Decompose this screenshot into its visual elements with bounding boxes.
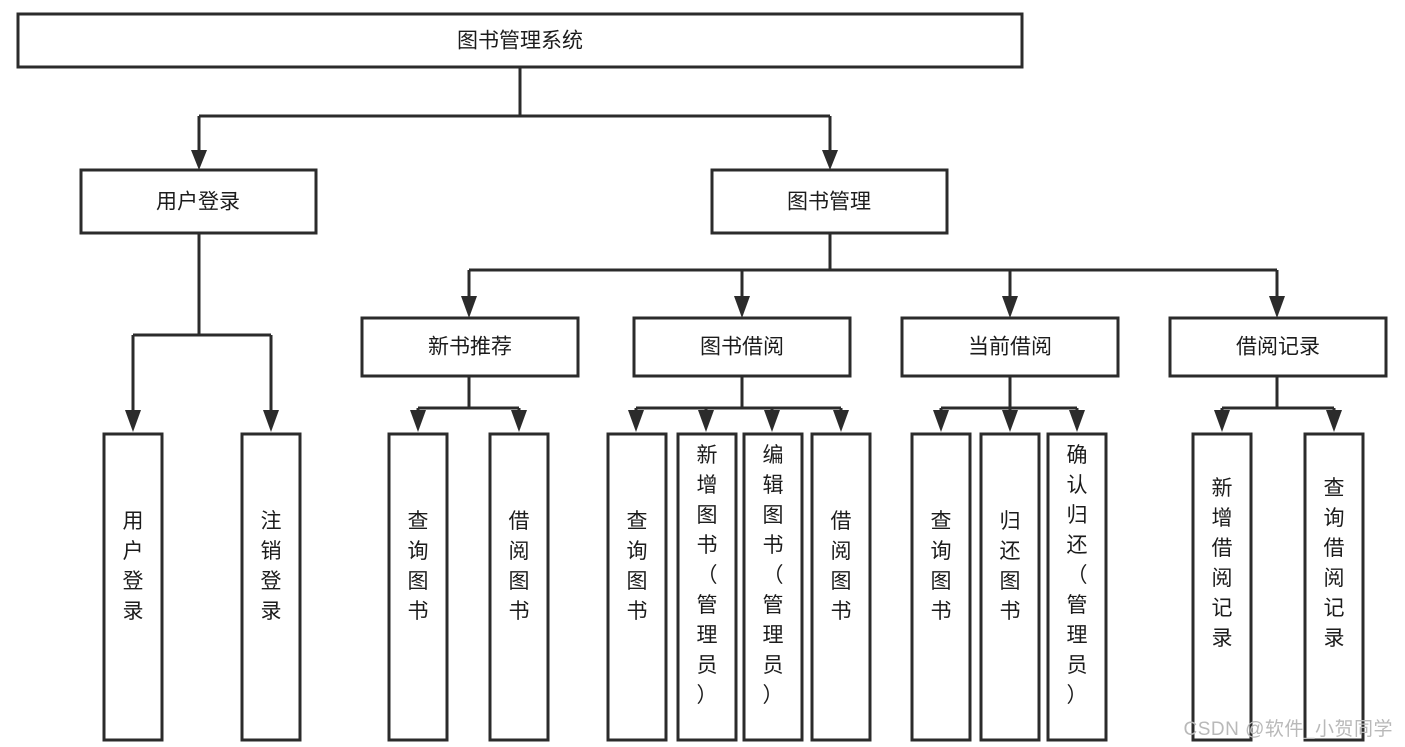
node-leaf-return-book-label: 归还图书 — [1000, 510, 1021, 623]
node-book-manage-box[interactable] — [710, 168, 949, 235]
arrow-head-leaf-query-book-rec — [410, 410, 426, 432]
node-user-login-box[interactable] — [79, 168, 318, 235]
node-leaf-edit-book[interactable]: 编辑图书（管理员） — [742, 432, 804, 742]
node-root-label: 图书管理系统 — [457, 30, 583, 53]
node-leaf-user-login[interactable]: 用户登录 — [102, 432, 164, 742]
node-current-borrow-box[interactable] — [900, 316, 1120, 378]
node-user-login-label: 用户登录 — [156, 191, 240, 214]
arrow-head-leaf-user-login — [125, 410, 141, 432]
arrow-head-book-borrow — [734, 296, 750, 318]
node-leaf-borrow-book[interactable]: 借阅图书 — [810, 432, 872, 742]
arrow-head-leaf-return-book — [1002, 410, 1018, 432]
arrow-head-new-book-rec — [461, 296, 477, 318]
node-leaf-query-book-borrow-label: 查询图书 — [627, 510, 648, 623]
node-leaf-edit-book-box[interactable] — [742, 432, 804, 742]
node-leaf-query-book-rec[interactable]: 查询图书 — [387, 432, 449, 742]
node-borrow-record-label: 借阅记录 — [1236, 336, 1320, 359]
node-leaf-logout-login[interactable]: 注销登录 — [240, 432, 302, 742]
node-borrow-record-box[interactable] — [1168, 316, 1388, 378]
node-current-borrow[interactable]: 当前借阅 — [900, 316, 1120, 378]
node-leaf-add-book-label: 新增图书（管理员） — [697, 444, 718, 707]
node-leaf-add-book-box[interactable] — [676, 432, 738, 742]
node-leaf-query-book-cur-label: 查询图书 — [931, 510, 952, 623]
node-book-manage[interactable]: 图书管理 — [710, 168, 949, 235]
node-leaf-add-record[interactable]: 新增借阅记录 — [1191, 432, 1253, 742]
node-root-box[interactable] — [16, 12, 1024, 69]
node-leaf-query-book-rec-box[interactable] — [387, 432, 449, 742]
arrow-head-leaf-add-record — [1214, 410, 1230, 432]
arrow-head-leaf-edit-book — [764, 410, 780, 432]
node-leaf-confirm-return[interactable]: 确认归还（管理员） — [1046, 432, 1108, 742]
node-leaf-add-record-label: 新增借阅记录 — [1212, 477, 1233, 650]
node-leaf-borrow-book-rec[interactable]: 借阅图书 — [488, 432, 550, 742]
node-new-book-rec-box[interactable] — [360, 316, 580, 378]
arrow-head-leaf-query-book-cur — [933, 410, 949, 432]
arrow-head-current-borrow — [1002, 296, 1018, 318]
arrow-head-leaf-borrow-book — [833, 410, 849, 432]
node-book-borrow-box[interactable] — [632, 316, 852, 378]
node-leaf-borrow-book-label: 借阅图书 — [831, 510, 852, 623]
node-leaf-query-record[interactable]: 查询借阅记录 — [1303, 432, 1365, 742]
node-leaf-borrow-book-rec-label: 借阅图书 — [509, 510, 530, 623]
arrow-head-leaf-logout-login — [263, 410, 279, 432]
node-leaf-logout-login-box[interactable] — [240, 432, 302, 742]
node-leaf-query-book-rec-label: 查询图书 — [408, 510, 429, 623]
node-leaf-borrow-book-box[interactable] — [810, 432, 872, 742]
node-borrow-record[interactable]: 借阅记录 — [1168, 316, 1388, 378]
node-leaf-query-book-cur-box[interactable] — [910, 432, 972, 742]
node-leaf-add-record-box[interactable] — [1191, 432, 1253, 742]
arrow-head-leaf-query-record — [1326, 410, 1342, 432]
arrow-head-borrow-record — [1269, 296, 1285, 318]
node-leaf-query-book-borrow-box[interactable] — [606, 432, 668, 742]
node-leaf-user-login-label: 用户登录 — [123, 510, 144, 623]
node-new-book-rec[interactable]: 新书推荐 — [360, 316, 580, 378]
arrow-head-book-manage — [822, 150, 838, 170]
node-leaf-confirm-return-label: 确认归还（管理员） — [1067, 444, 1088, 707]
arrow-head-user-login — [191, 150, 207, 170]
node-book-manage-label: 图书管理 — [787, 191, 871, 214]
arrow-head-leaf-add-book — [698, 410, 714, 432]
node-leaf-query-record-label: 查询借阅记录 — [1324, 477, 1345, 650]
arrow-head-leaf-query-book-borrow — [628, 410, 644, 432]
node-book-borrow[interactable]: 图书借阅 — [632, 316, 852, 378]
node-book-borrow-label: 图书借阅 — [700, 336, 784, 359]
node-leaf-add-book[interactable]: 新增图书（管理员） — [676, 432, 738, 742]
arrow-head-leaf-borrow-book-rec — [511, 410, 527, 432]
node-current-borrow-label: 当前借阅 — [968, 336, 1052, 359]
node-leaf-return-book[interactable]: 归还图书 — [979, 432, 1041, 742]
node-new-book-rec-label: 新书推荐 — [428, 336, 512, 359]
node-leaf-query-record-box[interactable] — [1303, 432, 1365, 742]
node-leaf-query-book-borrow[interactable]: 查询图书 — [606, 432, 668, 742]
arrow-head-leaf-confirm-return — [1069, 410, 1085, 432]
node-leaf-user-login-box[interactable] — [102, 432, 164, 742]
node-leaf-query-book-cur[interactable]: 查询图书 — [910, 432, 972, 742]
node-leaf-logout-login-label: 注销登录 — [261, 510, 282, 623]
node-leaf-borrow-book-rec-box[interactable] — [488, 432, 550, 742]
node-leaf-return-book-box[interactable] — [979, 432, 1041, 742]
node-root[interactable]: 图书管理系统 — [16, 12, 1024, 69]
node-leaf-edit-book-label: 编辑图书（管理员） — [763, 444, 784, 707]
node-leaf-confirm-return-box[interactable] — [1046, 432, 1108, 742]
node-user-login[interactable]: 用户登录 — [79, 168, 318, 235]
connector-layer — [125, 67, 1342, 432]
